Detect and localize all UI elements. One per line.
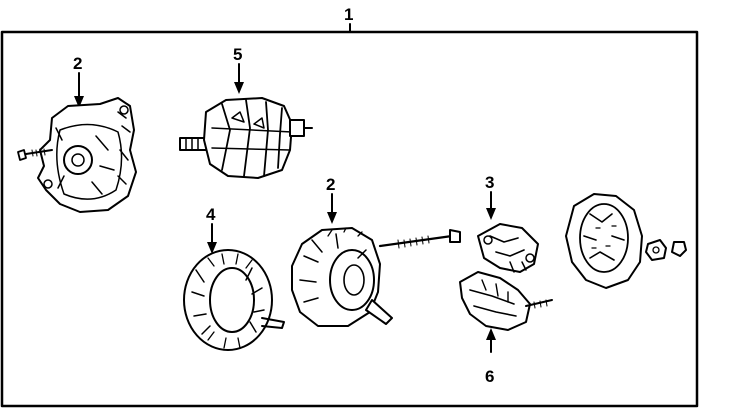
callout-4-label: 4 — [206, 205, 216, 224]
slip-ring-end-housing: 2 — [17, 54, 137, 213]
rear-cover — [565, 193, 687, 289]
drive-end-housing: 2 — [291, 175, 461, 327]
callout-1-label: 1 — [344, 5, 353, 24]
brush-holder: 3 — [477, 173, 539, 273]
callout-6-label: 6 — [485, 367, 494, 386]
callout-5-label: 5 — [233, 45, 242, 64]
rotor: 5 — [179, 45, 313, 179]
stator: 4 — [183, 205, 285, 351]
callout-3-label: 3 — [485, 173, 494, 192]
assembly-frame — [0, 30, 699, 408]
callout-2b-label: 2 — [326, 175, 335, 194]
regulator: 6 — [459, 271, 553, 386]
callout-2a-label: 2 — [73, 54, 82, 73]
